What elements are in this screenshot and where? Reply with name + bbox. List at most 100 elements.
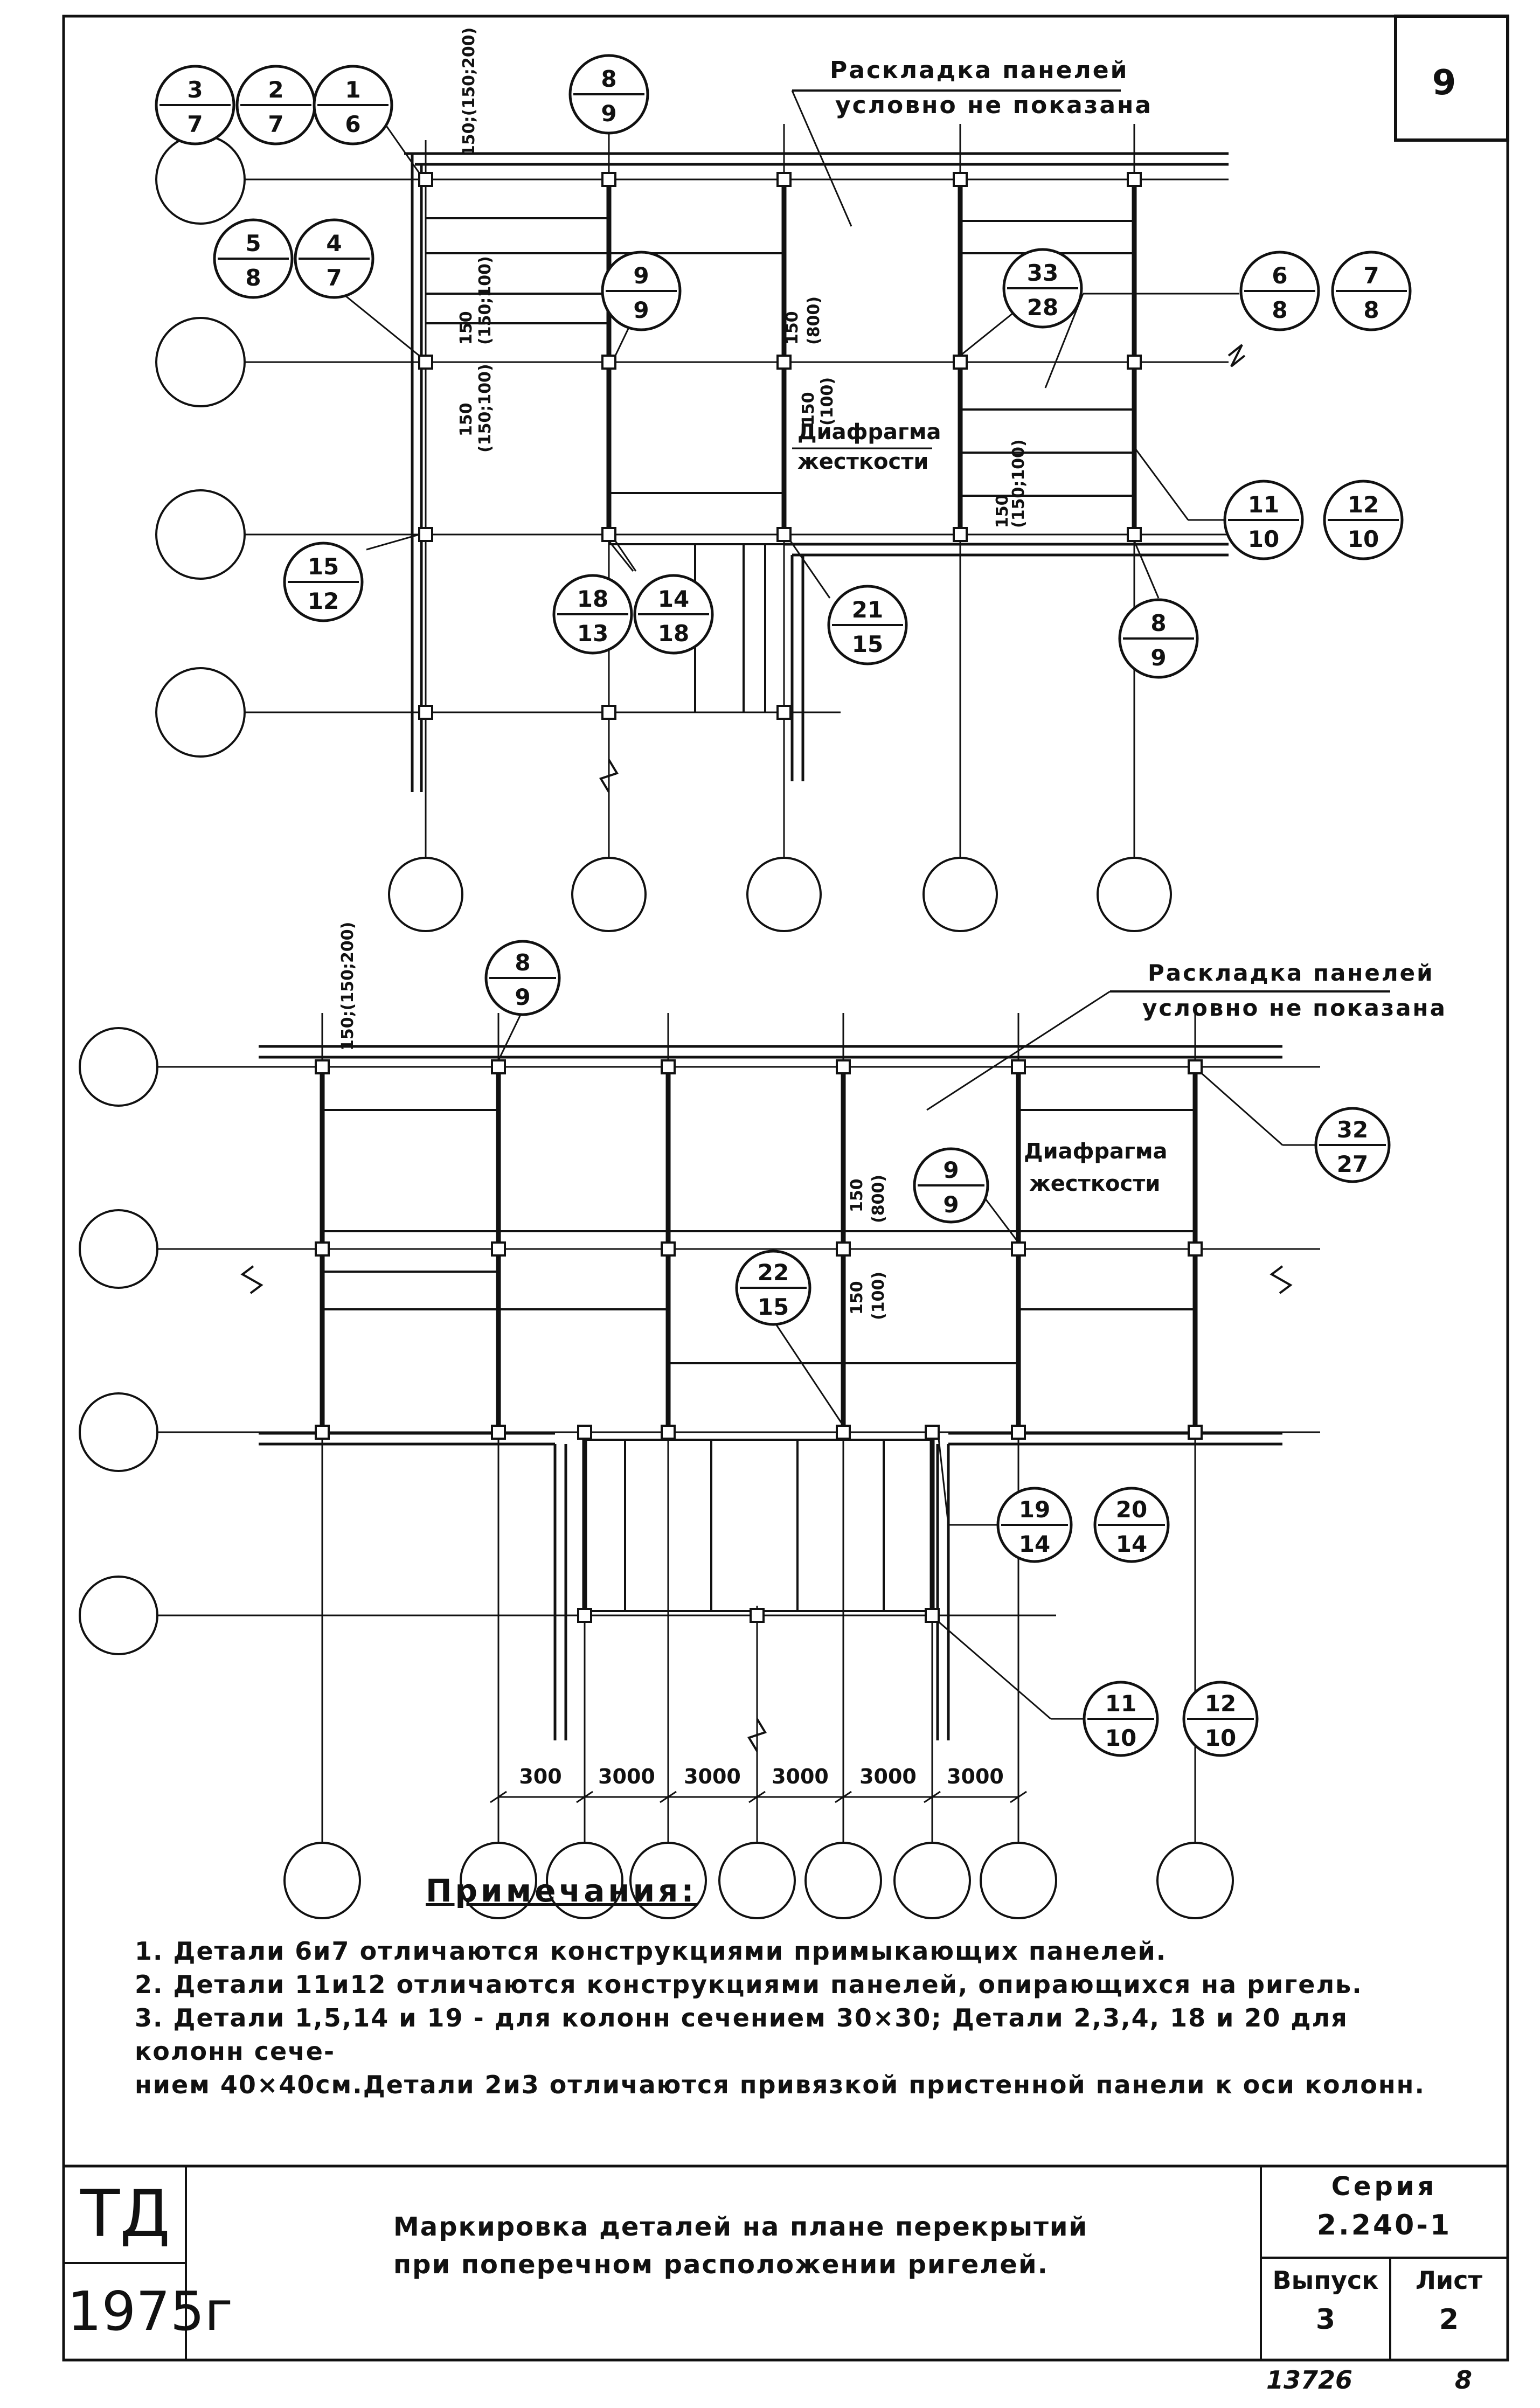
callout-sheet-number: 9 — [515, 984, 530, 1010]
issue-value: 3 — [1315, 2303, 1336, 2336]
callout-detail-number: 5 — [245, 230, 261, 256]
dim-label: 150 — [799, 392, 818, 426]
spacing-dim: 3000 — [598, 1765, 655, 1788]
dim-label: 150 — [993, 494, 1012, 528]
axis-marker — [804, 1842, 882, 1919]
callout-sheet-number: 14 — [1019, 1531, 1050, 1557]
callout-sheet-number: 12 — [308, 588, 339, 614]
axis-marker — [388, 857, 463, 932]
callout-sheet-number: 9 — [943, 1191, 959, 1218]
callout-sheet-number: 7 — [187, 111, 203, 137]
archive-number: 13726 — [1266, 2365, 1353, 2395]
axis-marker — [460, 1842, 537, 1919]
layout-note-line1: Раскладка панелей — [830, 57, 1128, 84]
callout-sheet-number: 15 — [758, 1294, 789, 1320]
callout-sheet-number: 9 — [633, 297, 649, 323]
callout-detail-number: 19 — [1019, 1496, 1050, 1523]
callout-sheet-number: 9 — [601, 100, 616, 127]
callout-detail-number: 8 — [1150, 610, 1166, 636]
notes-list: 1. Детали 6и7 отличаются конструкциями п… — [135, 1934, 1428, 2101]
top-plan: Раскладка панелей условно не показана Ди… — [155, 27, 1412, 932]
detail-callout: 99 — [601, 251, 682, 331]
notes-title: Примечания: — [426, 1872, 697, 1909]
callout-sheet-number: 8 — [245, 265, 261, 291]
callout-detail-number: 8 — [515, 949, 530, 976]
dim-label: 150 — [848, 1281, 866, 1315]
diaphragm-label-line1: Диафрагма — [1024, 1139, 1168, 1164]
dim-label: 150;(150;200) — [460, 27, 478, 156]
layout-note-line2: условно не показана — [1142, 995, 1447, 1021]
callout-detail-number: 6 — [1272, 262, 1287, 289]
note-item: 3. Детали 1,5,14 и 19 - для колонн сечен… — [135, 2003, 1348, 2066]
detail-callout: 89 — [484, 940, 561, 1016]
callout-sheet-number: 14 — [1116, 1531, 1147, 1557]
callout-detail-number: 12 — [1348, 491, 1379, 518]
note-item: 1. Детали 6и7 отличаются конструкциями п… — [135, 1937, 1167, 1966]
axis-marker — [629, 1842, 707, 1919]
axis-marker — [155, 317, 246, 407]
dim-label: 150 — [457, 311, 476, 345]
callout-sheet-number: 13 — [577, 620, 608, 647]
detail-callout: 37 — [155, 65, 235, 145]
dim-label: 150 — [457, 403, 476, 436]
bottom-plan: Раскладка панелей условно не показана Ди… — [79, 922, 1447, 1919]
axis-marker — [155, 667, 246, 758]
sheet-number-box — [1394, 15, 1509, 142]
spacing-dim: 3000 — [772, 1765, 829, 1788]
detail-callout: 27 — [235, 65, 316, 145]
note-item: 2. Детали 11и12 отличаются конструкциями… — [135, 1970, 1363, 1999]
note-item: нием 40×40см.Детали 2и3 отличаются привя… — [135, 2070, 1425, 2099]
callout-detail-number: 15 — [308, 553, 339, 580]
dim-label: (100) — [869, 1272, 888, 1320]
title-line2: при поперечном расположении ригелей. — [393, 2250, 1049, 2280]
axis-marker — [79, 1576, 158, 1655]
diaphragm-label-line2: жесткости — [1029, 1171, 1160, 1196]
layout-note-line1: Раскладка панелей — [1148, 960, 1434, 986]
callout-detail-number: 22 — [758, 1259, 789, 1286]
sheet-number: 9 — [1432, 63, 1456, 103]
callout-detail-number: 21 — [852, 596, 883, 623]
year-mark: 1975г — [67, 2280, 233, 2343]
diaphragm-label-line2: жесткости — [797, 449, 928, 474]
axis-marker — [718, 1842, 796, 1919]
dim-label: 150 — [848, 1178, 866, 1212]
detail-callout: 89 — [1118, 598, 1199, 679]
callout-sheet-number: 28 — [1027, 294, 1058, 321]
callout-detail-number: 2 — [268, 77, 283, 103]
detail-callout: 58 — [213, 218, 294, 299]
callout-detail-number: 11 — [1105, 1690, 1136, 1717]
spacing-dim: 3000 — [947, 1765, 1004, 1788]
dim-label: (100) — [818, 377, 837, 426]
axis-marker — [155, 489, 246, 580]
callout-detail-number: 14 — [658, 586, 689, 612]
axis-marker — [155, 134, 246, 225]
detail-callout: 89 — [568, 54, 649, 135]
callout-sheet-number: 10 — [1248, 526, 1279, 552]
detail-callout: 99 — [913, 1147, 989, 1224]
spacing-dim: 300 — [519, 1765, 561, 1788]
axis-marker — [1156, 1842, 1234, 1919]
title-line1: Маркировка деталей на плане перекрытий — [393, 2212, 1088, 2242]
callout-detail-number: 32 — [1337, 1116, 1368, 1143]
callout-sheet-number: 8 — [1363, 297, 1379, 323]
dim-label: (150;100) — [1009, 439, 1028, 528]
callout-detail-number: 3 — [187, 77, 203, 103]
dim-label: (150;100) — [476, 256, 495, 345]
callout-sheet-number: 10 — [1348, 526, 1379, 552]
series-label: Серия — [1331, 2171, 1438, 2202]
callout-detail-number: 12 — [1205, 1690, 1236, 1717]
callout-detail-number: 4 — [326, 230, 342, 256]
callout-detail-number: 18 — [577, 586, 608, 612]
callout-detail-number: 9 — [943, 1157, 959, 1183]
axis-marker — [79, 1027, 158, 1107]
axis-marker — [1097, 857, 1172, 932]
callout-sheet-number: 7 — [326, 265, 342, 291]
